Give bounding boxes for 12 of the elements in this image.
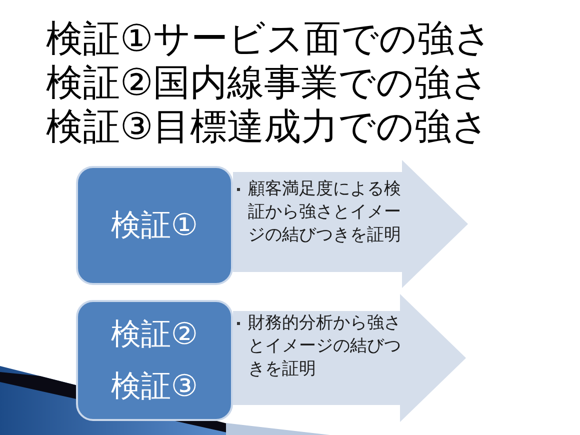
- rounded-panel: [76, 166, 233, 285]
- step-label: 検証③: [111, 368, 198, 404]
- rounded-panel: [76, 300, 233, 421]
- step-label: 検証①: [111, 208, 198, 244]
- description-text: 財務的分析から強さとイメージの結びつきを証明: [248, 312, 402, 381]
- title-line: 検証②国内線事業での強さ: [46, 61, 490, 105]
- step-label: 検証②: [111, 316, 198, 352]
- title-line: 検証①サービス面での強さ: [46, 17, 492, 61]
- pointed-banner: [233, 160, 468, 288]
- pointed-banner: [233, 294, 466, 422]
- description-text: 顧客満足度による検証から強さとイメージの結びつきを証明: [248, 178, 402, 247]
- title-line: 検証③目標達成力での強さ: [46, 105, 490, 149]
